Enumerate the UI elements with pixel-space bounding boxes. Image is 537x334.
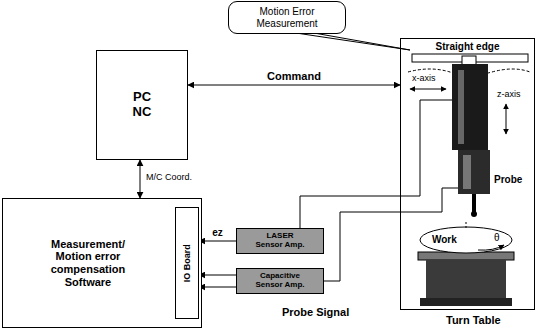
io-board: IO Board — [175, 207, 199, 319]
rotation-arrow — [478, 245, 504, 250]
edge-label: Command — [266, 70, 322, 82]
part-label: Turn Table — [446, 314, 501, 326]
callout-pointer — [296, 33, 410, 50]
connector — [140, 160, 141, 198]
connector — [188, 85, 400, 86]
node-text: IO Board — [182, 244, 192, 282]
workpiece — [420, 227, 512, 253]
connector — [324, 212, 400, 281]
probe-body — [458, 150, 490, 194]
node-text: LASER Sensor Amp. — [252, 232, 308, 250]
rotation-axis — [466, 222, 467, 230]
connector — [199, 287, 236, 288]
column-highlight — [458, 70, 464, 144]
x-axis-arrow — [410, 89, 446, 90]
axis-label: x-axis — [412, 74, 436, 84]
turn-table-base — [420, 298, 512, 306]
part-label: Probe — [494, 174, 522, 185]
controller-box: PC NC — [96, 50, 188, 160]
z-axis-column — [452, 64, 488, 150]
connector — [199, 241, 236, 242]
node-text: Capacitive Sensor Amp. — [252, 272, 308, 290]
callout-bubble: Motion Error Measurement — [228, 1, 346, 34]
axis-label: z-axis — [497, 90, 521, 100]
probe-tip — [471, 211, 477, 217]
probe-stem — [472, 194, 476, 212]
node-text: PC NC — [127, 90, 157, 120]
node-text: Motion Error Measurement — [237, 6, 337, 29]
node-text: Measurement/ Motion error compensation S… — [38, 238, 138, 289]
z-axis-arrow — [506, 104, 507, 134]
probe-wire — [401, 188, 458, 212]
node-text: Straight edge — [436, 41, 500, 53]
sensor-amp: LASER Sensor Amp. — [236, 228, 324, 254]
part-label: Work — [432, 234, 457, 245]
connector — [199, 275, 236, 276]
software-box: IO Board Measurement/ Motion error compen… — [2, 198, 202, 328]
signal-label: Probe Signal — [282, 306, 349, 318]
laser-wire — [401, 100, 452, 196]
sensor-amp: Capacitive Sensor Amp. — [236, 268, 324, 294]
probe-highlight — [463, 155, 471, 189]
turn-table-body — [426, 260, 506, 300]
edge-label: M/C Coord. — [145, 173, 193, 183]
angle-symbol: θ — [494, 232, 500, 243]
edge-label: ez — [211, 227, 224, 238]
